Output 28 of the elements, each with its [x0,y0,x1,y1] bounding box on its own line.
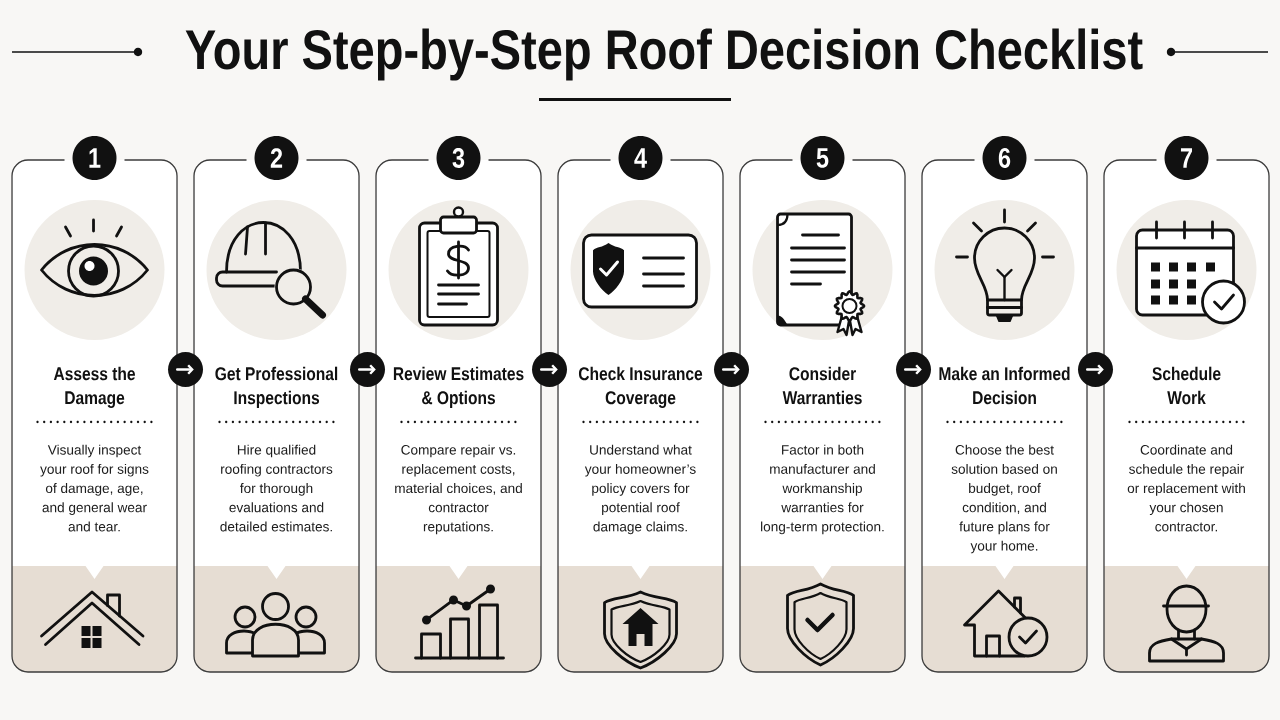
step-heading: Schedule Work [1152,366,1221,405]
number-badge: 2 [254,136,299,180]
step-heading: Get Professional Inspections [215,366,338,408]
number-badge: 7 [1164,136,1209,180]
step-description: Choose the best solution based on budget, roof condition, and future plans for your home. [951,444,1057,554]
step-description: Visually inspect your roof for signs of damage, age, and general wear and tear. [40,444,149,532]
arrow [532,352,567,387]
step-description: Coordinate and schedule the repair or replacement with your chosen contractor. [1127,444,1245,532]
number-badge: 4 [618,136,663,180]
arrow [350,352,385,387]
step-description: Hire qualified roofing contractors for thorough evaluations and detailed estimates. [220,444,333,532]
title: Your Step-by-Step Roof Decision Checklist [185,28,1143,81]
step-heading: Review Estimates & Options [393,366,524,408]
step-heading: Assess the Damage [53,366,135,408]
step-heading: Consider Warranties [782,366,862,405]
step-description: Understand what your homeowner’s policy covers for potential roof damage claims. [584,444,696,535]
number-badge: 5 [800,136,845,180]
step-description: Compare repair vs. replacement costs, material choices, and contractor reputations. [395,444,522,535]
step-heading: Make an Informed Decision [939,366,1070,405]
arrow [714,352,749,387]
arrow [168,352,203,387]
number-badge: 6 [982,136,1027,180]
arrow [896,352,931,387]
number-badge: 3 [436,136,481,180]
arrow [1078,352,1113,387]
number-badge: 1 [72,136,117,180]
step-description: Factor in both manufacturer and workmanship warranties for long-term protection. [761,444,884,535]
step-heading: Check Insurance Coverage [578,366,703,408]
